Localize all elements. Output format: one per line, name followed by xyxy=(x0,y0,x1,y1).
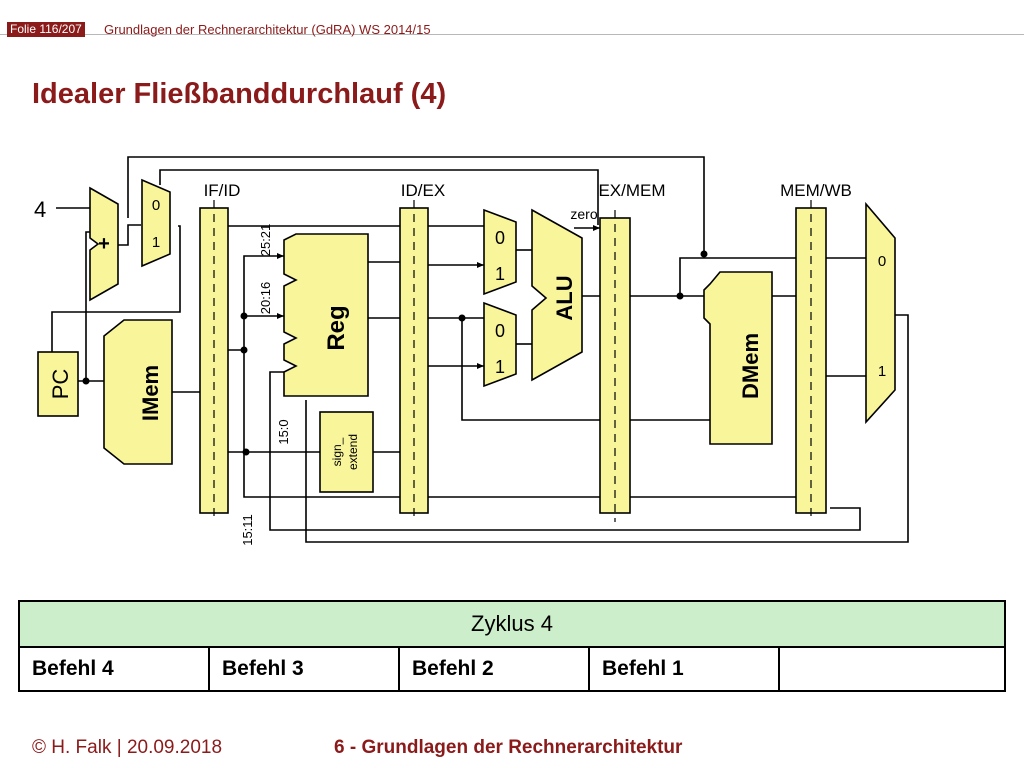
adder-plus-symbol: + xyxy=(98,233,110,255)
sign-extend-unit xyxy=(319,411,374,493)
wb-data-wire xyxy=(305,314,909,543)
arrowhead xyxy=(277,253,284,259)
slide-title: Idealer Fließbanddurchlauf (4) xyxy=(32,78,447,110)
wb-reg-wire xyxy=(269,371,861,531)
stage-cell-wb xyxy=(778,646,1006,692)
stage-row: Befehl 4 Befehl 3 Befehl 2 Befehl 1 xyxy=(18,646,1006,692)
stage-cell-id: Befehl 3 xyxy=(208,646,400,692)
pc-adder xyxy=(89,186,119,302)
data-memory xyxy=(703,271,773,445)
slide-number-badge: Folie 116/207 xyxy=(7,22,85,37)
junctions xyxy=(82,250,708,456)
alu-mux-a-input-1: 1 xyxy=(495,264,505,284)
sign-extend-label-1: sign_ xyxy=(330,437,344,466)
cycle-row: Zyklus 4 xyxy=(18,600,1006,648)
footer-author-date: © H. Falk | 20.09.2018 xyxy=(32,737,223,758)
pc-mux-input-1: 1 xyxy=(152,234,160,251)
writeback-mux xyxy=(865,201,896,425)
pc-feedback-wire xyxy=(51,225,181,370)
instruction-memory xyxy=(103,319,173,465)
pipeline-register-label-exmem: EX/MEM xyxy=(598,181,665,200)
zero-flag-label: zero xyxy=(570,206,597,222)
stage-cell-if: Befehl 4 xyxy=(18,646,210,692)
pipeline-datapath-diagram: 4 + 0 1 PC IMem Reg sign_ extend 25:21 2… xyxy=(34,156,909,546)
course-title: Grundlagen der Rechnerarchitektur (GdRA)… xyxy=(104,22,431,37)
bit-field-label: 25:21 xyxy=(258,224,273,257)
bit-field-label: 15:0 xyxy=(276,419,291,444)
constant-four: 4 xyxy=(34,197,46,222)
writeback-mux-input-1: 1 xyxy=(878,363,886,380)
pc-register xyxy=(37,351,79,417)
top-feedback-wire xyxy=(127,156,705,254)
cycle-label: Zyklus 4 xyxy=(18,600,1006,648)
alu-mux-b-input-0: 0 xyxy=(495,321,505,341)
adder-to-mux-wire xyxy=(118,224,141,246)
exmem-bypass-wire xyxy=(679,257,796,296)
imem-label: IMem xyxy=(138,365,163,421)
arrowhead xyxy=(277,313,284,319)
alu xyxy=(531,208,583,382)
sign-extend-label-2: extend xyxy=(346,434,360,470)
alu-mux-a-input-0: 0 xyxy=(495,228,505,248)
stage-cell-ex: Befehl 2 xyxy=(398,646,590,692)
rs-field-wire xyxy=(228,255,284,351)
alu-mux-b-input-1: 1 xyxy=(495,357,505,377)
pipeline-registers xyxy=(199,200,827,522)
branch-target-wire xyxy=(159,169,599,225)
junction-dot xyxy=(458,314,466,322)
reg-label: Reg xyxy=(323,305,350,350)
register-file xyxy=(283,233,369,397)
junction-dot xyxy=(676,292,684,300)
stage-cell-mem: Befehl 1 xyxy=(588,646,780,692)
pc-mux-input-0: 0 xyxy=(152,197,160,214)
alu-label: ALU xyxy=(552,275,577,320)
junction-dot xyxy=(240,312,248,320)
idex-b-forward-wire xyxy=(461,318,600,421)
wires xyxy=(51,156,909,543)
rd-field-wire xyxy=(243,350,400,498)
arrowhead xyxy=(477,363,484,369)
arrowhead xyxy=(477,262,484,268)
junction-dot xyxy=(242,448,250,456)
dmem-label: DMem xyxy=(738,333,763,399)
pipeline-register-label-idex: ID/EX xyxy=(401,181,445,200)
header-divider xyxy=(0,34,1024,35)
pipeline-stage-table: Zyklus 4 Befehl 4 Befehl 3 Befehl 2 Befe… xyxy=(18,600,1006,692)
bit-field-label: 15:11 xyxy=(240,514,255,546)
writeback-mux-input-0: 0 xyxy=(878,253,886,270)
alu-mux-b xyxy=(483,301,517,388)
pc-mux xyxy=(141,178,171,268)
junction-dot xyxy=(240,346,248,354)
junction-dot xyxy=(82,377,90,385)
alu-mux-a xyxy=(483,208,517,296)
pc-to-adder-wire xyxy=(85,231,90,381)
bit-field-label: 20:16 xyxy=(258,282,273,315)
arrowhead xyxy=(593,225,600,231)
pipeline-register-label-memwb: MEM/WB xyxy=(780,181,852,200)
footer-chapter: 6 - Grundlagen der Rechnerarchitektur xyxy=(334,737,683,758)
pipeline-register-label-ifid: IF/ID xyxy=(204,181,241,200)
junction-dot xyxy=(700,250,708,258)
arrowheads xyxy=(277,225,600,369)
pc-label: PC xyxy=(48,369,73,400)
